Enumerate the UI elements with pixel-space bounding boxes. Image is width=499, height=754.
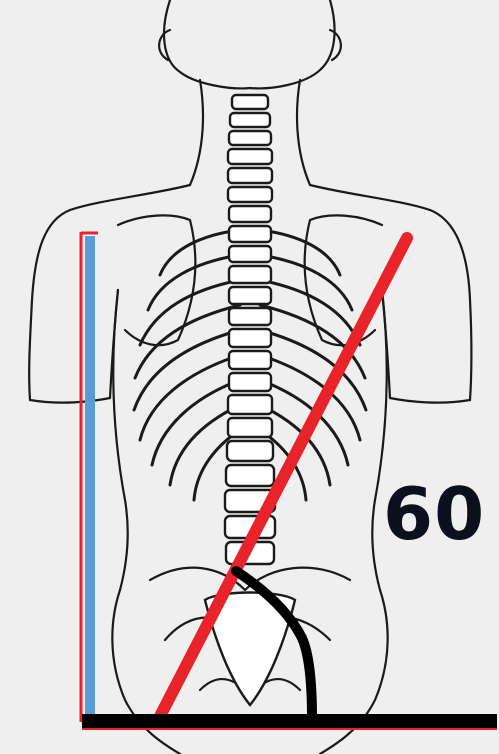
angle-value-label: 60 [383, 478, 485, 550]
